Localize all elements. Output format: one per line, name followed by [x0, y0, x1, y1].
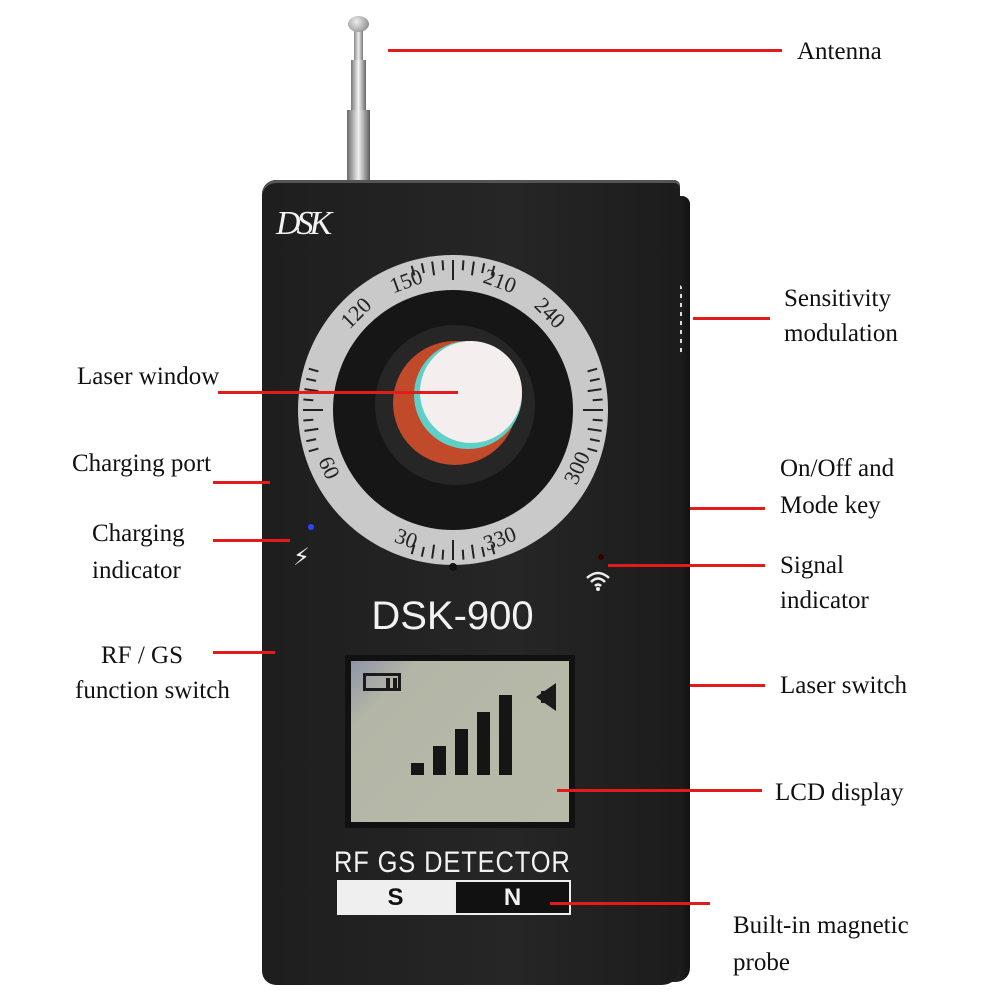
dial-tick	[587, 367, 598, 373]
label-sensitivity-2: modulation	[784, 320, 898, 347]
dial-tick	[420, 263, 425, 274]
dial-tick	[592, 398, 603, 402]
logo: DSK	[276, 205, 332, 243]
dial-tick	[470, 544, 475, 559]
model-name: DSK-900	[371, 594, 534, 638]
charging-indicator-line	[213, 539, 290, 542]
dial-tick	[587, 447, 598, 453]
dial-tick	[303, 398, 314, 402]
label-sensitivity-1: Sensitivity	[784, 285, 891, 312]
dial-tick	[410, 544, 416, 555]
lightning-icon: ⚡	[293, 544, 310, 571]
laser-switch-line	[690, 684, 765, 687]
label-onoff-2: Mode key	[780, 492, 881, 519]
label-laser-switch: Laser switch	[780, 672, 908, 699]
label-probe-1: Built-in magnetic	[733, 912, 909, 939]
dial-tick	[308, 367, 319, 373]
dial-tick	[490, 544, 496, 555]
label-signal-1: Signal	[780, 552, 844, 579]
dial-tick	[587, 388, 602, 393]
signal-bar	[411, 763, 424, 775]
signal-line	[608, 564, 765, 567]
laser-window	[420, 341, 522, 443]
lcd-display	[345, 655, 575, 828]
rfgs-line	[213, 651, 275, 654]
label-charging-port: Charging port	[72, 450, 212, 477]
probe-line	[550, 902, 710, 905]
dial-tick	[308, 447, 319, 453]
dial-tick	[431, 544, 436, 559]
dial-tick	[587, 427, 602, 432]
dial-tick	[304, 427, 319, 432]
signal-indicator-led	[598, 554, 604, 560]
probe-south: S	[337, 880, 454, 915]
signal-bar	[433, 746, 446, 775]
antenna-line	[388, 49, 782, 52]
onoff-line	[690, 507, 765, 510]
label-lcd-display: LCD display	[775, 779, 904, 806]
label-rfgs-1: RF / GS	[101, 642, 183, 669]
dial-tick	[461, 549, 465, 560]
dial-tick	[461, 260, 465, 271]
label-antenna: Antenna	[797, 38, 882, 65]
label-charging-indicator-2: indicator	[92, 557, 181, 584]
sensitivity-line	[693, 317, 770, 320]
label-laser-window: Laser window	[77, 363, 220, 390]
label-signal-2: indicator	[780, 587, 869, 614]
wifi-icon	[585, 568, 611, 598]
dial-tick	[306, 438, 317, 443]
probe-north: N	[454, 880, 571, 915]
label-onoff-1: On/Off and	[780, 455, 895, 482]
lcd-line	[557, 789, 762, 792]
dial-tick	[306, 377, 317, 382]
dial-tick	[304, 388, 319, 393]
signal-bar	[455, 729, 468, 775]
label-probe-2: probe	[733, 949, 790, 976]
signal-bar	[477, 712, 490, 775]
dial-tick	[481, 263, 486, 274]
dial-ticks	[303, 260, 603, 560]
charging-indicator-led	[308, 524, 314, 530]
label-rfgs-2: function switch	[75, 677, 230, 704]
dial-tick	[592, 418, 603, 422]
dial-tick	[481, 546, 486, 557]
dial-tick	[589, 438, 600, 443]
laser-window-line	[218, 391, 458, 394]
dial-tick	[441, 549, 445, 560]
dial-tick	[420, 546, 425, 557]
dial-tick	[303, 418, 314, 422]
dial-tick	[490, 265, 496, 276]
magnetic-probe: S N	[337, 880, 573, 915]
charging-port-line	[213, 481, 270, 484]
dial-tick	[470, 261, 475, 276]
logo-text: DSK	[276, 205, 332, 242]
signal-bar	[499, 695, 512, 775]
dial-tick	[410, 265, 416, 276]
label-charging-indicator-1: Charging	[92, 520, 185, 547]
dial-tick	[589, 377, 600, 382]
battery-icon	[363, 673, 401, 691]
antenna	[345, 16, 372, 190]
dial-tick	[431, 261, 436, 276]
panel-text: RF GS DETECTOR	[334, 846, 571, 879]
dial-tick	[441, 260, 445, 271]
